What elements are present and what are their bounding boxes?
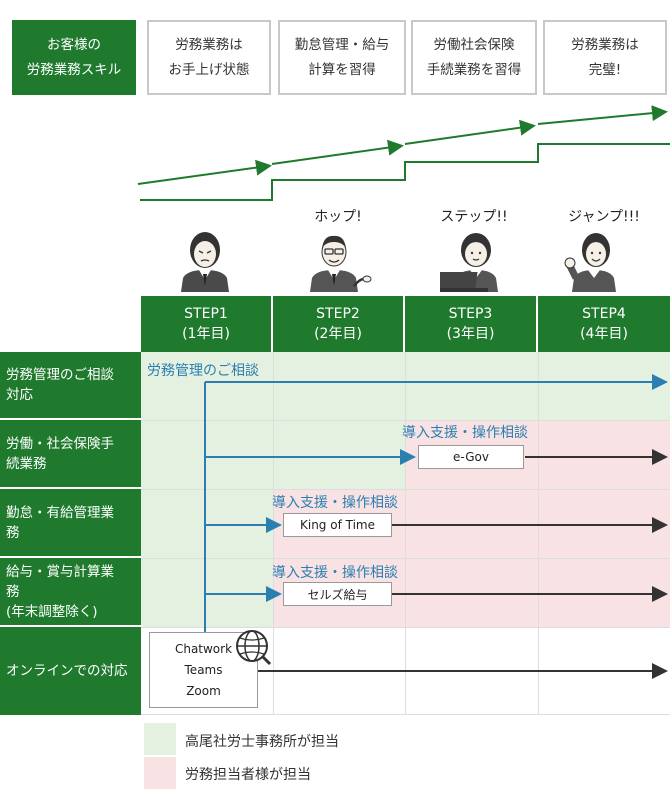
row-label-online: オンラインでの対応 [0, 627, 141, 715]
grid-vline-3 [538, 352, 539, 715]
grid-hline-1 [141, 420, 670, 421]
legend-swatch-client [144, 757, 176, 789]
growth-slope-3 [404, 119, 536, 145]
stage-1-line2: お手上げ状態 [168, 61, 250, 78]
person-cheer-icon [564, 233, 616, 292]
row-4-line2: 務 [6, 583, 20, 600]
row-4-line1: 給与・賞与計算業 [6, 563, 114, 580]
person-glasses-icon [310, 235, 372, 292]
grid-hline-5 [141, 714, 670, 715]
egov-label: e-Gov [453, 450, 489, 464]
grid-vline-1 [273, 352, 274, 715]
step-4-label: STEP4 [582, 306, 626, 322]
row-1-line2: 対応 [6, 387, 33, 403]
support-annotation-attendance: 導入支援・操作相談 [272, 495, 398, 511]
step-label: ステップ!! [440, 209, 508, 225]
growth-staircase [140, 143, 670, 201]
stage-box-4: 労務業務は 完璧! [543, 20, 667, 95]
online-tool-chatwork: Chatwork [174, 641, 233, 656]
stage-1-line1: 労務業務は [175, 36, 243, 53]
row-4-line3: (年末調整除く) [6, 603, 98, 620]
person-laptop-icon [440, 233, 498, 292]
growth-slope-2 [271, 139, 404, 165]
globe-icon [236, 630, 272, 666]
grid-vline-2 [405, 352, 406, 715]
row-label-consult: 労務管理のご相談 対応 [0, 352, 141, 420]
support-annotation-insurance: 導入支援・操作相談 [402, 425, 528, 441]
cell-attendance-s1 [141, 489, 273, 558]
support-annotation-payroll: 導入支援・操作相談 [272, 565, 398, 581]
kingoftime-label: King of Time [300, 518, 375, 532]
kingoftime-box: King of Time [283, 513, 392, 537]
stage-4-line2: 完璧! [588, 61, 622, 78]
row-5-line1: オンラインでの対応 [6, 663, 128, 679]
legend-swatch-office [144, 723, 176, 755]
consult-annotation: 労務管理のご相談 [147, 363, 259, 379]
row-2-line1: 労働・社会保険手 [6, 435, 114, 452]
step-2-label: STEP2 [316, 306, 360, 322]
step-1-label: STEP1 [184, 306, 228, 322]
stage-box-2: 勤怠管理・給与 計算を習得 [278, 20, 406, 95]
growth-slope-1 [137, 159, 272, 185]
step-3-label: STEP3 [448, 306, 493, 322]
step-2-sub: (2年目) [314, 326, 362, 342]
customer-skill-line1: お客様の [47, 36, 101, 53]
stage-4-line1: 労務業務は [571, 36, 639, 53]
growth-arrows [137, 105, 670, 201]
cells-box: セルズ給与 [283, 582, 392, 606]
online-tool-teams: Teams [184, 662, 223, 677]
jump-label: ジャンプ!!! [568, 209, 640, 225]
step-4-sub: (4年目) [580, 326, 628, 342]
cells-label: セルズ給与 [307, 587, 368, 602]
hop-label: ホップ! [314, 209, 362, 225]
step-header-3: STEP3 (3年目) [405, 296, 538, 352]
online-tool-zoom: Zoom [186, 683, 221, 698]
egov-box: e-Gov [418, 445, 524, 469]
stage-box-3: 労働社会保険 手続業務を習得 [411, 20, 537, 95]
customer-skill-line2: 労務業務スキル [26, 61, 122, 78]
step-3-sub: (3年目) [446, 326, 495, 342]
stage-2-line2: 計算を習得 [308, 61, 376, 78]
row-label-payroll: 給与・賞与計算業 務 (年末調整除く) [0, 558, 141, 627]
step-header-2: STEP2 (2年目) [273, 296, 405, 352]
row-label-attendance: 勤怠・有給管理業 務 [0, 489, 141, 558]
stage-2-line1: 勤怠管理・給与 [294, 36, 390, 53]
legend-label-office: 高尾社労士事務所が担当 [185, 734, 339, 750]
stage-3-line2: 手続業務を習得 [426, 61, 522, 78]
cell-payroll-s1 [141, 558, 273, 627]
stage-box-1: 労務業務は お手上げ状態 [147, 20, 271, 95]
row-label-insurance: 労働・社会保険手 続業務 [0, 420, 141, 489]
row-1-line1: 労務管理のご相談 [6, 367, 114, 383]
stage-3-line1: 労働社会保険 [433, 36, 515, 53]
customer-skill-box: お客様の 労務業務スキル [12, 20, 136, 95]
person-worried-icon [181, 232, 229, 292]
row-2-line2: 続業務 [6, 455, 47, 472]
row-3-line1: 勤怠・有給管理業 [6, 504, 114, 521]
row-3-line2: 務 [6, 524, 20, 541]
step-1-sub: (1年目) [182, 326, 230, 342]
grid-hline-4 [141, 627, 670, 628]
step-header-4: STEP4 (4年目) [538, 296, 670, 352]
legend-label-client: 労務担当者様が担当 [185, 767, 311, 783]
growth-slope-4 [537, 105, 668, 125]
grid-hline-2 [141, 489, 670, 490]
step-header-1: STEP1 (1年目) [141, 296, 273, 352]
grid-hline-3 [141, 558, 670, 559]
